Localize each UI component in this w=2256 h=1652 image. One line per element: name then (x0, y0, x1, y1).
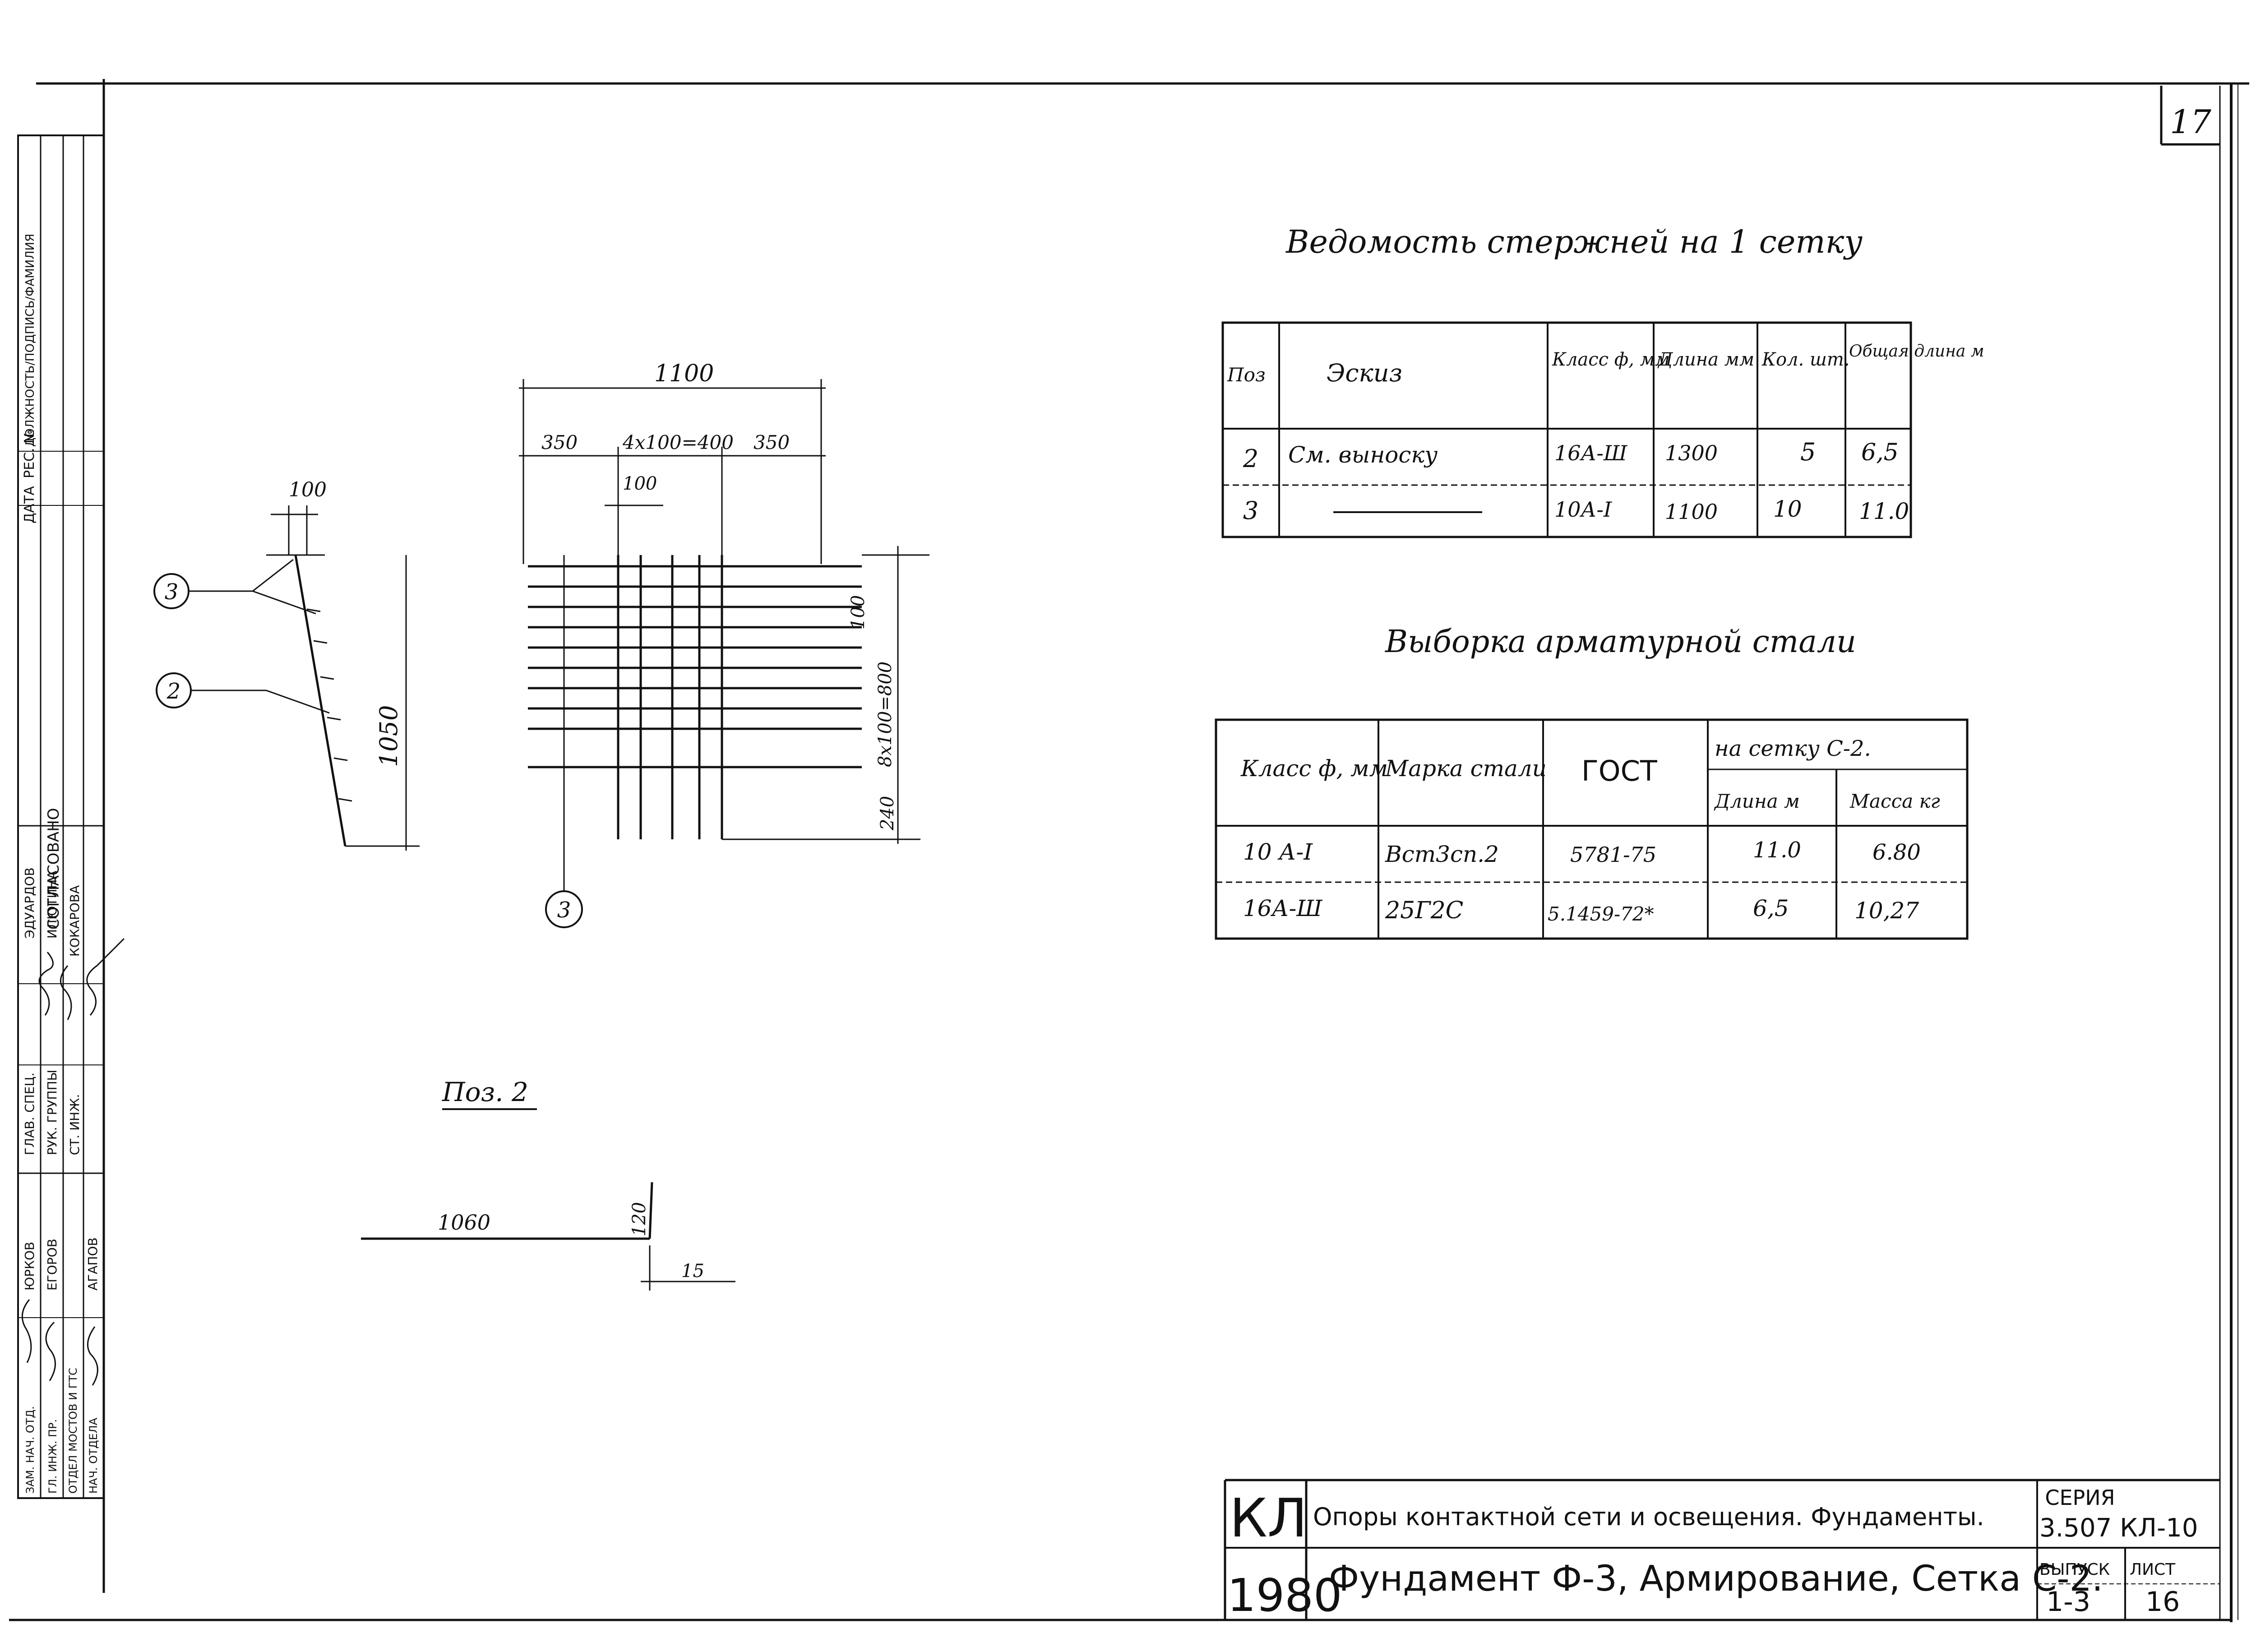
stamp-role: ГЛ. ИНЖ. ПР. (46, 1419, 59, 1494)
stamp-role: РУК. ГРУППЫ (45, 1070, 60, 1155)
steel-header-cell: Марка стали (1385, 755, 1547, 782)
steel-header-cell: Класс ф, мм (1240, 755, 1388, 782)
elevation-drawing: 100 1050 3 2 (153, 478, 420, 851)
rods-table-title: Ведомость стержней на 1 сетку (1285, 223, 1863, 260)
steel-header-cell: на сетку С-2. (1715, 736, 1871, 761)
stamp-header-position: ДОЛЖНОСТЬ/ПОДПИСЬ/ФАМИЛИЯ (23, 234, 37, 447)
steel-subheader-cell: Масса кг (1849, 790, 1940, 812)
issue-label: ВЫПУСК (2039, 1560, 2110, 1579)
steel-cell: 6.80 (1872, 840, 1921, 865)
stamp-name: ЕГОРОВ (45, 1239, 60, 1291)
sheet-label: ЛИСТ (2130, 1560, 2176, 1579)
signature (21, 1299, 32, 1363)
title-block-year: 1980 (1227, 1569, 1342, 1622)
rods-header-cell: Поз (1227, 364, 1266, 386)
title-block-line1: Опоры контактной сети и освещения. Фунда… (1313, 1503, 1984, 1531)
stamp-role: ГЛАВ. СПЕЦ. (22, 1073, 37, 1155)
callout-label: 2 (166, 679, 181, 704)
issue-value: 1-3 (2046, 1586, 2090, 1618)
corner-sheet-number-box: 17 (2160, 86, 2220, 146)
pos2-title: Поз. 2 (442, 1077, 528, 1107)
mesh-drawing: 1100 350 4x100=400 350 100 100 8x100=800… (519, 360, 929, 928)
rods-cell: 1300 (1665, 441, 1718, 465)
steel-subheader-cell: Длина м (1714, 790, 1800, 812)
stamp-name: ИЛЮТИНА (45, 871, 60, 939)
stamp-name: ЭДУАРДОВ (22, 867, 37, 939)
rods-cell: 16А-Ш (1554, 441, 1628, 465)
elevation-dim-top: 100 (289, 478, 327, 501)
steel-header-cell: ГОСТ (1581, 754, 1658, 787)
series-label: СЕРИЯ (2045, 1485, 2115, 1510)
rods-cell: 1100 (1665, 500, 1718, 524)
sheet-value: 16 (2145, 1586, 2180, 1618)
signature (45, 1321, 56, 1381)
steel-cell: 10 А-I (1243, 839, 1313, 865)
elevation-dim-height: 1050 (374, 705, 403, 767)
steel-cell: 10,27 (1854, 898, 1919, 924)
rods-header-cell: Класс ф, мм (1552, 349, 1670, 370)
stamp-header-date: ДАТА (22, 486, 37, 523)
steel-cell: 11.0 (1753, 838, 1801, 863)
pos2-dim-offset: 15 (681, 1261, 704, 1282)
steel-table-title: Выборка арматурной стали (1384, 624, 1856, 660)
title-block-logo: КЛ (1230, 1487, 1308, 1549)
steel-cell: 5.1459-72* (1548, 903, 1654, 925)
pos2-dim-hook: 120 (629, 1202, 650, 1236)
mesh-dim-left: 350 (541, 431, 578, 453)
stamp-role: ОТДЕЛ МОСТОВ И ГТС (67, 1368, 79, 1494)
stamp-role: НАЧ. ОТДЕЛА (87, 1417, 100, 1494)
rods-cell: 11.0 (1859, 498, 1909, 524)
rods-cell: 2 (1243, 444, 1258, 473)
mesh-dim-bottom: 240 (877, 796, 898, 831)
signature (38, 952, 54, 1016)
series-value: 3.507 КЛ-10 (2039, 1513, 2198, 1543)
mesh-dim-step: 100 (623, 473, 657, 494)
steel-cell: 6,5 (1753, 895, 1789, 921)
mesh-dim-right: 350 (754, 431, 790, 453)
title-block-line2: Фундамент Ф-3, Армирование, Сетка С-2. (1329, 1559, 2103, 1599)
rods-header-cell: Общая длина м (1849, 342, 1984, 361)
rods-cell: 10 (1773, 496, 1802, 522)
stamp-name: АГАПОВ (85, 1237, 100, 1291)
pos2-dim-length: 1060 (438, 1210, 490, 1235)
signature (60, 965, 72, 1020)
mesh-dim-mid: 4x100=400 (622, 431, 734, 453)
rods-header-cell: Кол. шт. (1761, 349, 1849, 370)
rods-header-cell: Эскиз (1327, 359, 1402, 387)
rods-header-cell: Длина мм (1657, 349, 1754, 370)
mesh-dim-side-step: 100 (848, 595, 869, 629)
rods-cell: 6,5 (1861, 439, 1899, 466)
rods-cell: См. выноску (1288, 442, 1438, 468)
title-block: КЛ 1980 Опоры контактной сети и освещени… (1224, 1479, 2220, 1622)
pos2-drawing: Поз. 2 1060 120 15 (361, 1077, 735, 1291)
callout-circle (545, 890, 583, 928)
stamp-agreed: СОГЛАСОВАНО (45, 808, 63, 930)
corner-sheet-number: 17 (2170, 103, 2211, 141)
steel-table: Выборка арматурной стали Класс ф, мм Мар… (1215, 624, 1969, 940)
stamp-role: ЗАМ. НАЧ. ОТД. (24, 1406, 37, 1494)
mesh-dim-side-total: 8x100=800 (875, 662, 896, 767)
rods-cell: 10А-I (1554, 497, 1612, 522)
callout-label: 3 (557, 898, 571, 923)
steel-cell: 5781-75 (1570, 842, 1656, 867)
signature (87, 1326, 98, 1386)
callout-label: 3 (165, 579, 179, 605)
rods-cell: 5 (1800, 438, 1816, 466)
rods-cell: 3 (1243, 496, 1258, 525)
steel-cell: 16А-Ш (1243, 895, 1322, 921)
steel-cell: 25Г2С (1385, 897, 1463, 924)
rods-table: Ведомость стержней на 1 сетку Поз Эскиз … (1221, 223, 1984, 538)
signature (86, 938, 125, 1016)
stamp-name: ЮРКОВ (22, 1242, 37, 1291)
stamp-header-reg: РЕС. № (22, 430, 37, 478)
stamp-name: КОКАРОВА (67, 885, 82, 957)
mesh-dim-total: 1100 (654, 360, 714, 387)
steel-cell: Вст3сп.2 (1385, 841, 1499, 867)
stamp-role: СТ. ИНЖ. (67, 1094, 82, 1155)
side-stamp: ДАТА РЕС. № ДОЛЖНОСТЬ/ПОДПИСЬ/ФАМИЛИЯ СО… (17, 134, 125, 1499)
